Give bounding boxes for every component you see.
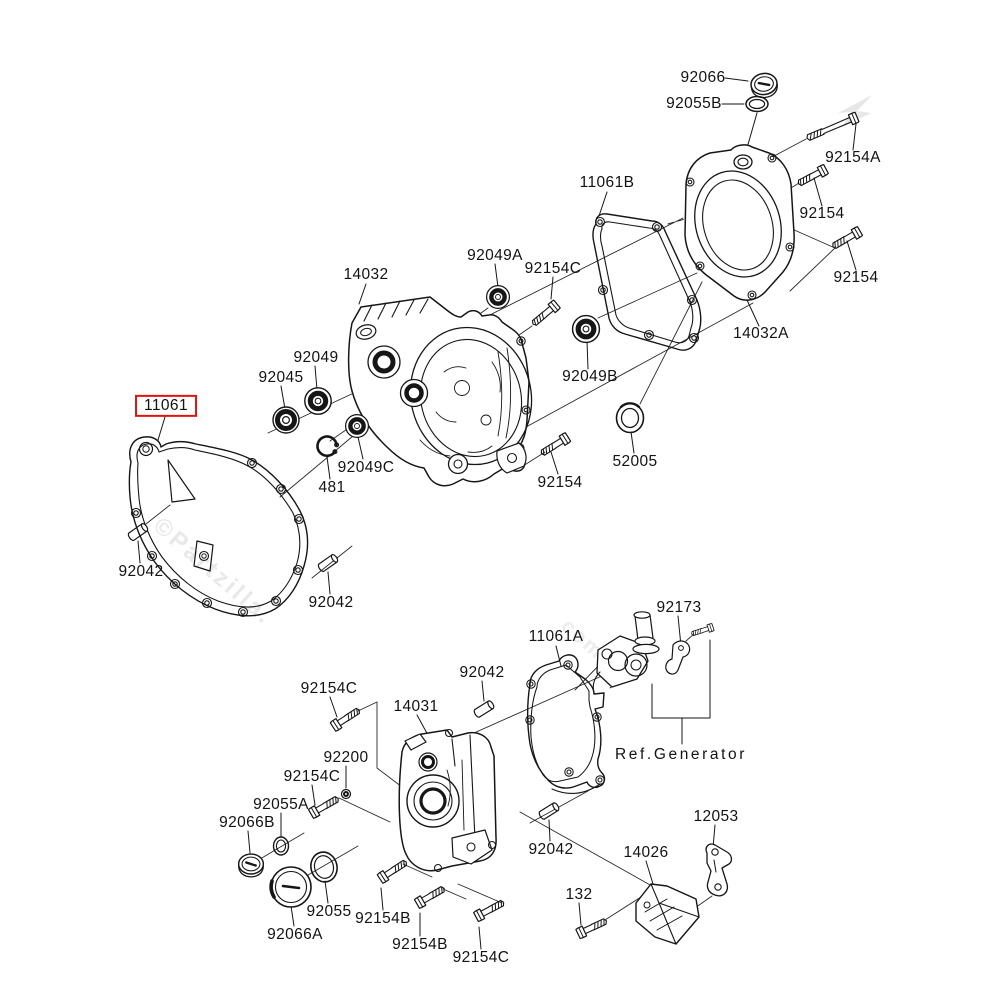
- part-label-92154b: 92154B: [355, 909, 411, 927]
- o-ring-92055A: [272, 836, 290, 856]
- part-label-92042: 92042: [118, 562, 164, 580]
- clutch-cover-14032: [347, 296, 533, 487]
- part-label-92049a: 92049A: [467, 246, 523, 264]
- outer-cover-14032A: [684, 144, 795, 301]
- part-label-92154: 92154: [799, 204, 845, 222]
- part-label-92154c: 92154C: [524, 259, 582, 277]
- part-label-92154c: 92154C: [300, 679, 358, 697]
- partzilla-arrow-logo-icon: [838, 95, 872, 127]
- part-label-92042: 92042: [459, 663, 505, 681]
- part-label-92154: 92154: [833, 268, 879, 286]
- gasket-11061-highlighted-part: [128, 436, 309, 618]
- part-label-92154b: 92154B: [392, 935, 448, 953]
- part-label-14032: 14032: [343, 265, 389, 283]
- part-label-92045: 92045: [258, 368, 304, 386]
- gasket-11061A: [525, 654, 606, 795]
- part-label-92049: 92049: [293, 348, 339, 366]
- part-label-92049c: 92049C: [337, 458, 395, 476]
- part-label-92055a: 92055A: [253, 795, 309, 813]
- circlip-481: [316, 435, 340, 458]
- part-label-14032a: 14032A: [733, 324, 789, 342]
- part-label-92042: 92042: [308, 593, 354, 611]
- part-label-132: 132: [565, 885, 593, 903]
- part-label-481: 481: [318, 478, 346, 496]
- part-label-ref-generator: Ref.Generator: [614, 745, 748, 763]
- part-label-11061a: 11061A: [528, 627, 584, 645]
- generator-assembly-92173: [592, 611, 691, 693]
- part-label-92066a: 92066A: [267, 925, 323, 943]
- part-label-92154c: 92154C: [283, 767, 341, 785]
- part-label-92154: 92154: [537, 473, 583, 491]
- part-label-92173: 92173: [656, 598, 702, 616]
- part-label-92055b: 92055B: [666, 94, 722, 112]
- part-label-92066b: 92066B: [219, 813, 275, 831]
- part-label-92049b: 92049B: [562, 367, 618, 385]
- plug-92066A: [269, 866, 312, 908]
- part-label-14031: 14031: [393, 697, 439, 715]
- chain-guard-14026: [635, 883, 700, 945]
- part-label-12053: 12053: [693, 807, 739, 825]
- washer-92200: [340, 788, 352, 800]
- ring-52005: [615, 402, 645, 434]
- o-ring-92055: [310, 851, 338, 883]
- gasket-11061B: [592, 213, 702, 351]
- part-label-92154a: 92154A: [825, 148, 881, 166]
- part-label-92154c: 92154C: [452, 948, 510, 966]
- part-label-92042: 92042: [528, 840, 574, 858]
- bracket-12053: [705, 843, 733, 897]
- part-label-92066: 92066: [680, 68, 726, 86]
- part-label-92200: 92200: [323, 748, 369, 766]
- o-ring-92055B: [745, 95, 769, 113]
- part-label-52005: 52005: [612, 452, 658, 470]
- part-label-92055: 92055: [306, 902, 352, 920]
- generator-cover-14031: [398, 728, 497, 873]
- part-label-11061: 11061: [135, 394, 197, 418]
- part-label-14026: 14026: [623, 843, 669, 861]
- part-label-11061b: 11061B: [579, 173, 635, 191]
